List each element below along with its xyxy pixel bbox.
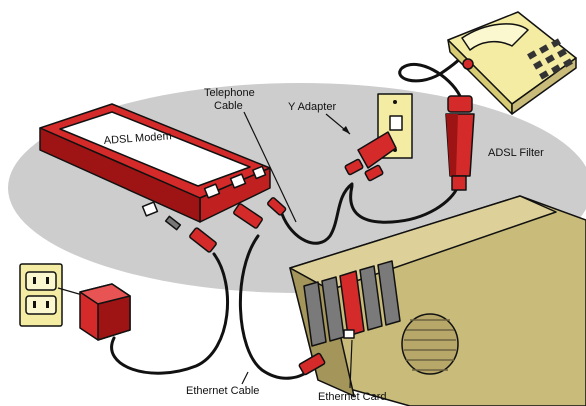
svg-text:Ethernet Cable: Ethernet Cable bbox=[186, 385, 259, 397]
vent-grille bbox=[402, 314, 458, 374]
wall-power-outlet bbox=[20, 264, 62, 326]
svg-text:Cable: Cable bbox=[214, 100, 243, 112]
power-adapter bbox=[58, 284, 130, 340]
ethernet-cable-label: Ethernet Cable bbox=[186, 372, 259, 397]
svg-text:Ethernet Card: Ethernet Card bbox=[318, 391, 386, 403]
svg-text:Telephone: Telephone bbox=[204, 87, 255, 99]
adsl-filter bbox=[446, 96, 474, 190]
svg-text:Y Adapter: Y Adapter bbox=[288, 101, 336, 113]
adsl-filter-label: ADSL Filter bbox=[488, 147, 544, 159]
